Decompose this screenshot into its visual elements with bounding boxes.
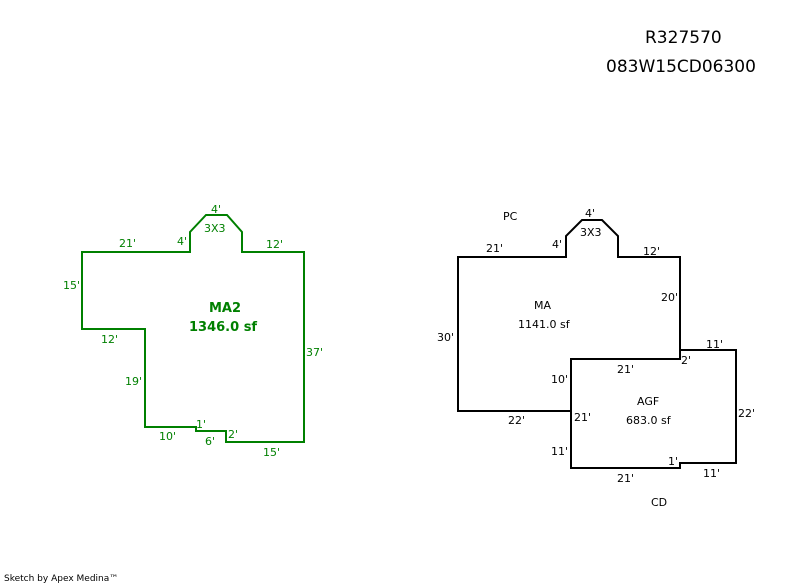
ma2-outline: [81, 214, 305, 443]
dim-label: 15': [63, 279, 80, 292]
dim-label: 15': [263, 446, 280, 459]
dim-label: 3X3: [204, 222, 226, 235]
dim-label: 21': [574, 411, 591, 424]
dim-label: 10': [159, 430, 176, 443]
dim-label: 19': [125, 375, 142, 388]
dim-label: 12': [643, 245, 660, 258]
dim-label: 11': [703, 467, 720, 480]
cd-label: CD: [651, 496, 667, 509]
parcel-id: R327570: [645, 28, 722, 48]
ma-outline: [457, 219, 681, 412]
dim-label: 4': [211, 203, 221, 216]
dim-label: 1': [196, 418, 206, 431]
dim-label: 12': [101, 333, 118, 346]
dim-label: 30': [437, 331, 454, 344]
dim-label: 4': [585, 207, 595, 220]
main-sketch: PC CD MA 1141.0 sf AGF 683.0 sf 21' 4' 4…: [437, 207, 755, 509]
dim-label: 3X3: [580, 226, 602, 239]
dim-label: 10': [551, 373, 568, 386]
ma2-sketch: 21' 4' 4' 3X3 12' 15' 12' 19' 37' 10' 1'…: [63, 203, 323, 459]
area-name: MA: [534, 299, 551, 312]
area-size: 683.0 sf: [626, 414, 672, 427]
agf-outline: [570, 349, 737, 469]
dim-label: 37': [306, 346, 323, 359]
area-size: 1141.0 sf: [518, 318, 571, 331]
sketch-credit: Sketch by Apex Medina™: [4, 574, 119, 584]
dim-label: 21': [486, 242, 503, 255]
dim-label: 12': [266, 238, 283, 251]
area-size: 1346.0 sf: [189, 320, 257, 335]
dim-label: 1': [668, 455, 678, 468]
map-number: 083W15CD06300: [606, 57, 756, 77]
dim-label: 22': [508, 414, 525, 427]
dim-label: 20': [661, 291, 678, 304]
dim-label: 2': [228, 428, 238, 441]
dim-label: 11': [706, 338, 723, 351]
area-name: MA2: [209, 301, 241, 316]
dim-label: 4': [552, 238, 562, 251]
dim-label: 4': [177, 235, 187, 248]
area-name: AGF: [637, 395, 659, 408]
dim-label: 21': [617, 472, 634, 485]
pc-label: PC: [503, 210, 518, 223]
dim-label: 6': [205, 435, 215, 448]
dim-label: 11': [551, 445, 568, 458]
dim-label: 21': [617, 363, 634, 376]
dim-label: 2': [681, 354, 691, 367]
dim-label: 22': [738, 407, 755, 420]
dim-label: 21': [119, 237, 136, 250]
